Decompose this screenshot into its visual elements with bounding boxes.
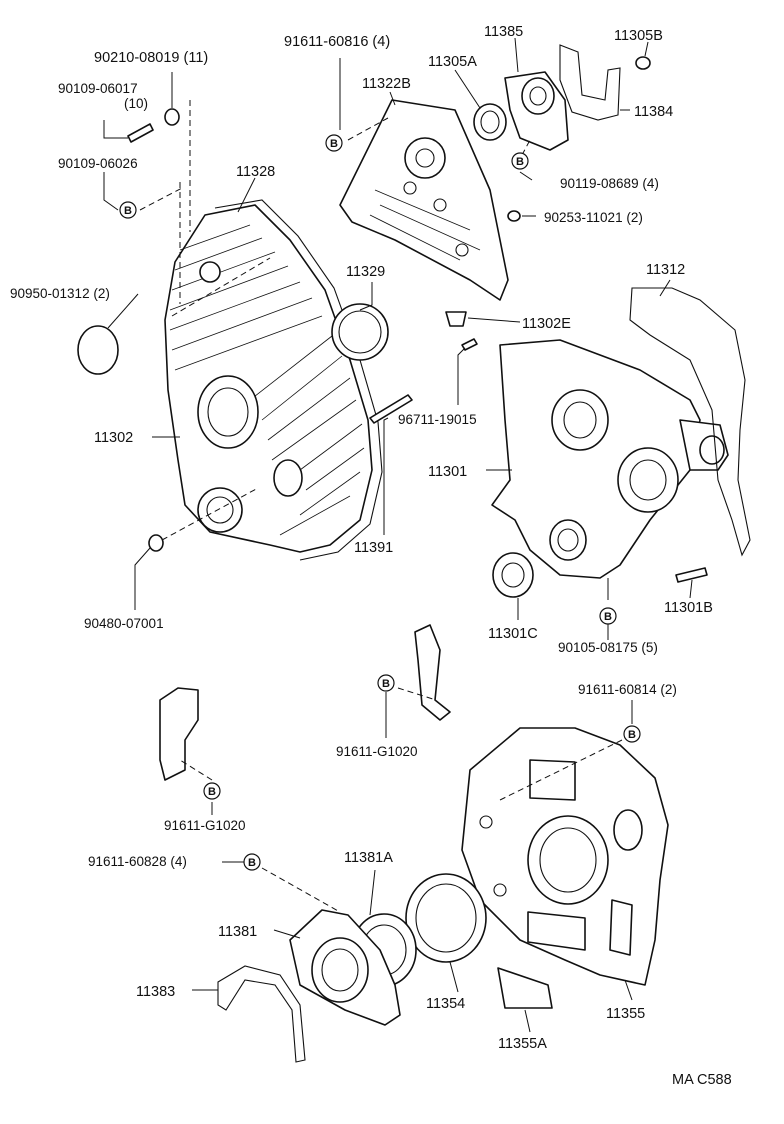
timing-case-11301 [491, 339, 729, 579]
label-11312: 11312 [646, 262, 685, 278]
pin-11391 [369, 394, 413, 424]
label-91611-60828: 91611-60828 (4) [88, 854, 187, 869]
label-91611-g1020-lower: 91611-G1020 [164, 818, 246, 833]
svg-text:B: B [604, 611, 612, 623]
label-11305a: 11305A [428, 54, 477, 70]
label-91611-60814: 91611-60814 (2) [578, 682, 677, 697]
plug-90950-01312 [77, 325, 119, 375]
label-11302e: 11302E [522, 316, 571, 332]
label-90109-06017-qty: (10) [124, 96, 148, 111]
label-96711-19015: 96711-19015 [398, 412, 477, 427]
washer-90210-08019 [164, 108, 180, 126]
svg-text:B: B [248, 857, 256, 869]
label-90119-08689: 90119-08689 (4) [560, 176, 659, 191]
label-11329: 11329 [346, 264, 385, 280]
label-11385: 11385 [484, 24, 523, 40]
svg-text:B: B [628, 729, 636, 741]
svg-text:B: B [382, 678, 390, 690]
stud-90253-11021 [507, 210, 521, 222]
label-11383: 11383 [136, 984, 175, 1000]
gasket-11384 [559, 44, 621, 121]
timing-belt-cover-11302 [164, 199, 383, 561]
stud-11301b [675, 567, 708, 583]
diagram-code: MA C588 [672, 1072, 732, 1088]
bolt-marker-b-2: B [325, 134, 343, 152]
label-11381: 11381 [218, 924, 257, 940]
label-11322b: 11322B [362, 76, 411, 92]
svg-text:B: B [208, 786, 216, 798]
bolt-marker-b-7: B [203, 782, 221, 800]
grommet-90480-07001 [148, 534, 164, 552]
label-90480-07001: 90480-07001 [84, 616, 164, 631]
label-90210-08019: 90210-08019 (11) [94, 50, 208, 66]
label-90109-06026: 90109-06026 [58, 156, 138, 171]
cover-11322b [339, 99, 509, 301]
label-11354: 11354 [426, 996, 465, 1012]
label-91611-g1020-upper: 91611-G1020 [336, 744, 418, 759]
bolt-marker-b-8: B [243, 853, 261, 871]
gasket-11312 [629, 287, 751, 557]
label-11355: 11355 [606, 1006, 645, 1022]
svg-text:B: B [516, 156, 524, 168]
part-labels: 90210-08019 (11) 91611-60816 (4) 11385 1… [10, 24, 732, 1088]
label-91611-60816: 91611-60816 (4) [284, 34, 390, 50]
bracket-91611-g1020-lower [159, 687, 199, 781]
label-11384: 11384 [634, 104, 673, 120]
label-11381a: 11381A [344, 850, 393, 866]
screw-90109-06017 [127, 123, 154, 143]
bolt-marker-b-3: B [511, 152, 529, 170]
label-90253-11021: 90253-11021 (2) [544, 210, 643, 225]
bolt-marker-b-5: B [377, 674, 395, 692]
end-plate-11355 [461, 727, 669, 986]
label-11305b: 11305B [614, 28, 663, 44]
gasket-11383 [217, 965, 306, 1063]
plug-11305b [635, 56, 651, 70]
seal-11354 [405, 873, 487, 963]
rubber-11355a [497, 967, 553, 1009]
label-11301c: 11301C [488, 626, 538, 642]
bracket-91611-g1020-upper [414, 624, 451, 721]
bolt-marker-b-1: B [119, 201, 137, 219]
leader-lines [103, 37, 693, 1033]
retainer-11381 [289, 909, 401, 1026]
label-11301b: 11301B [664, 600, 713, 616]
label-90950-01312: 90950-01312 (2) [10, 286, 110, 301]
label-11302: 11302 [94, 430, 133, 446]
dashed-alignment-lines [139, 100, 623, 913]
bolt-11302e [445, 311, 467, 327]
label-11355a: 11355A [498, 1036, 547, 1052]
label-90109-06017: 90109-06017 [58, 81, 138, 96]
svg-text:B: B [330, 138, 338, 150]
label-11301: 11301 [428, 464, 467, 480]
bolt-marker-b-6: B [623, 725, 641, 743]
label-11391: 11391 [354, 540, 393, 556]
oil-seal-11329 [331, 303, 389, 361]
cover-hatching [169, 224, 365, 536]
svg-text:B: B [124, 205, 132, 217]
label-90105-08175: 90105-08175 (5) [558, 640, 658, 655]
bolt-marker-b-4: B [599, 607, 617, 625]
oil-seal-11305a [473, 103, 507, 141]
oil-seal-11301c [492, 552, 534, 598]
label-11328: 11328 [236, 164, 275, 180]
housing-11385 [504, 71, 569, 151]
